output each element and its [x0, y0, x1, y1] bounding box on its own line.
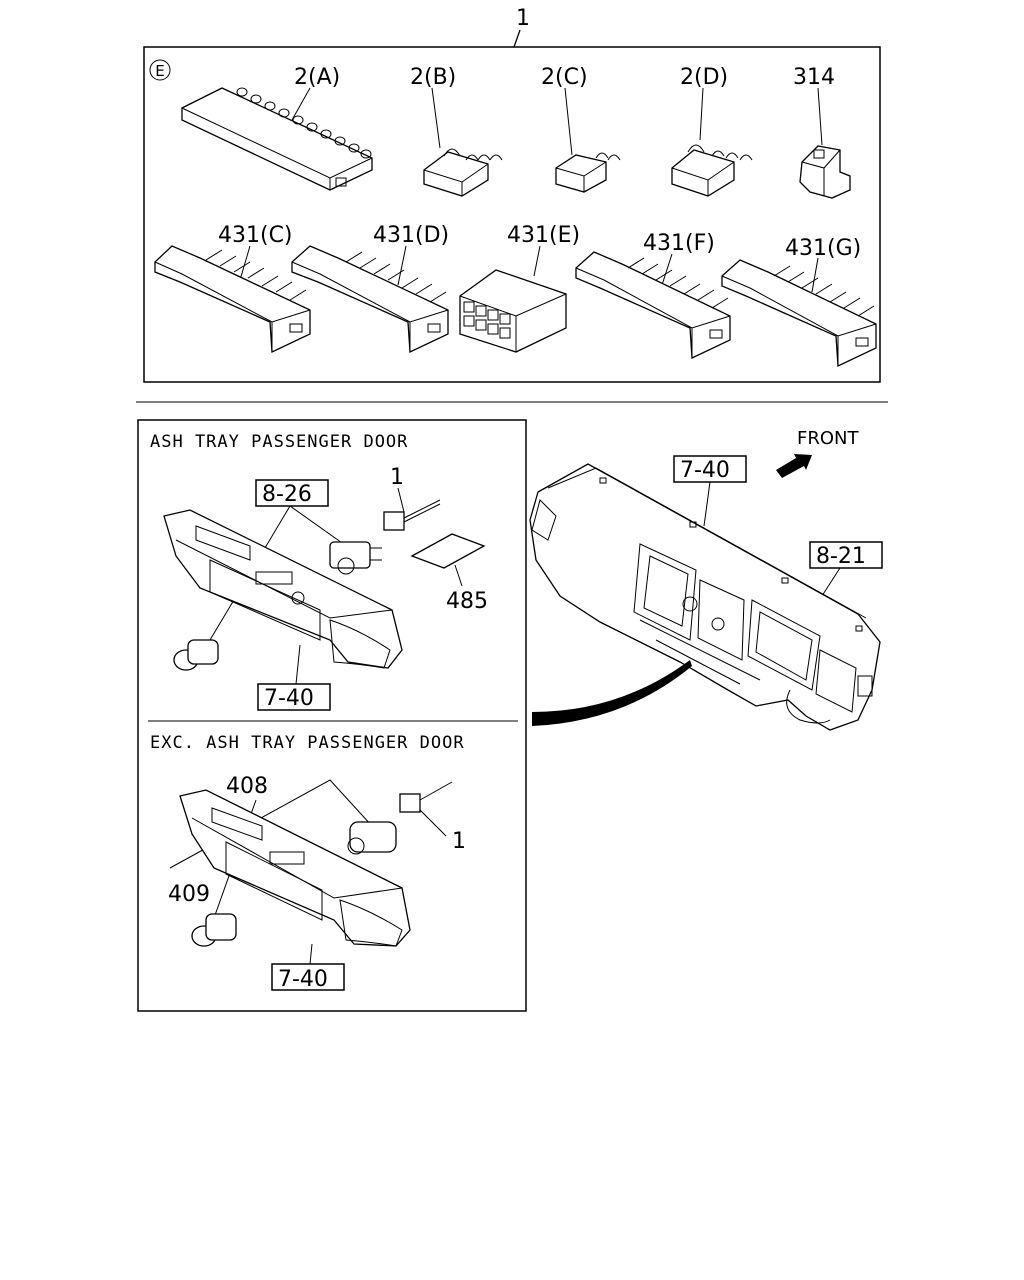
front-label: FRONT	[797, 428, 859, 449]
ash-lighter-knob	[173, 639, 219, 671]
dash-ref-7-40: 7-40	[680, 458, 730, 483]
connector-2b	[423, 148, 503, 197]
exc-connector-1	[399, 781, 453, 813]
label-2b: 2(B)	[410, 65, 456, 90]
leader-2d	[699, 87, 704, 141]
ref-8-21-box	[809, 541, 883, 569]
exc-ref-7-40: 7-40	[278, 967, 328, 992]
connector-431c	[154, 245, 311, 353]
leader-314	[817, 87, 823, 146]
center-console-panel-lower	[179, 789, 411, 947]
label-2a: 2(A)	[294, 65, 340, 90]
ref-8-26: 8-26	[262, 482, 312, 507]
connector-2d	[671, 144, 753, 197]
label-431c: 431(C)	[218, 223, 293, 248]
ash-tray-title: ASH TRAY PASSENGER DOOR	[150, 432, 408, 452]
label-431d: 431(D)	[373, 223, 449, 248]
label-431e: 431(E)	[507, 223, 580, 248]
circled-e-marker	[149, 59, 171, 81]
ash-cigar-lighter-socket	[329, 541, 382, 575]
exc-ref-1: 1	[452, 829, 466, 854]
connector-431e	[459, 269, 567, 353]
ash-tray-frame	[137, 419, 527, 1012]
leader-431g	[811, 257, 819, 293]
exc-ash-tray-title: EXC. ASH TRAY PASSENGER DOOR	[150, 733, 465, 753]
ash-ref-7-40-box	[257, 683, 331, 711]
exc-cigar-lighter-408	[347, 821, 397, 855]
connector-2a	[181, 87, 373, 191]
leader-431d	[397, 245, 407, 286]
center-console-panel-upper	[163, 509, 403, 669]
label-431g: 431(G)	[785, 236, 861, 261]
connector-2c	[555, 152, 621, 193]
top-ref-leader	[513, 29, 521, 48]
leader-2b	[431, 87, 441, 149]
leader-2a	[291, 87, 311, 121]
label-2d: 2(D)	[680, 65, 728, 90]
ash-connector-1	[383, 499, 441, 531]
top-ref-label: 1	[516, 6, 530, 31]
connector-431d	[291, 245, 449, 353]
ref-485: 485	[446, 589, 488, 614]
connector-431f	[575, 251, 731, 359]
pad-485	[410, 533, 486, 569]
instrument-panel	[529, 463, 881, 731]
leader-431c	[239, 245, 251, 281]
label-431f: 431(F)	[643, 231, 715, 256]
relay-314	[799, 145, 851, 199]
callout-swoosh	[532, 660, 692, 726]
connector-431g	[721, 259, 877, 367]
leader-431f	[661, 253, 673, 286]
exc-ref-7-40-box	[271, 963, 345, 991]
front-arrow-icon	[776, 454, 812, 478]
ref-409: 409	[168, 882, 210, 907]
label-2c: 2(C)	[541, 65, 588, 90]
leader-431e	[533, 245, 541, 277]
section-e-marker-letter: E	[155, 62, 164, 80]
dash-ref-7-40-box	[673, 455, 747, 483]
leader-2c	[564, 87, 573, 156]
ash-tray-ref-1: 1	[390, 465, 404, 490]
ref-8-26-box	[255, 479, 329, 507]
ref-8-21: 8-21	[816, 544, 866, 569]
ref-408: 408	[226, 774, 268, 799]
ash-ref-7-40: 7-40	[264, 686, 314, 711]
lighter-knob-409	[191, 913, 237, 947]
label-314: 314	[793, 65, 835, 90]
